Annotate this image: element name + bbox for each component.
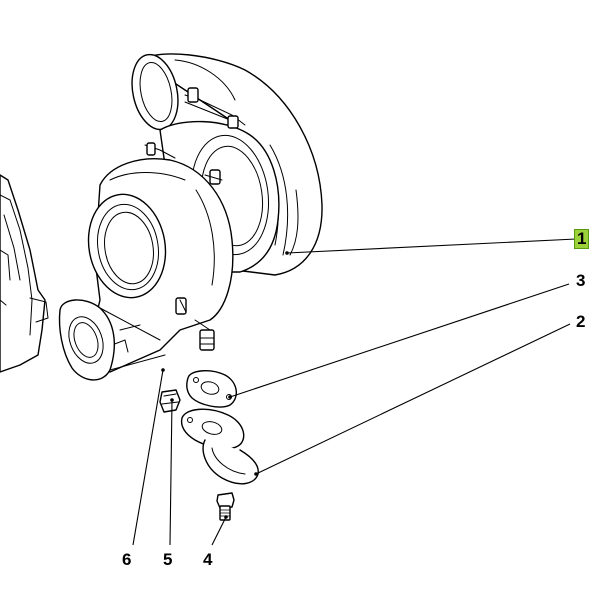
stud-fitting	[159, 389, 181, 413]
callout-5[interactable]: 5	[163, 550, 173, 569]
callout-1[interactable]: 1	[574, 229, 590, 249]
drain-pipe-flange	[180, 408, 259, 485]
manifold-partial	[0, 174, 49, 373]
leader-lines	[132, 238, 577, 546]
callout-4[interactable]: 4	[203, 550, 213, 569]
callout-6[interactable]: 6	[122, 550, 132, 569]
callout-2[interactable]: 2	[576, 312, 586, 331]
leader-line-2	[255, 323, 571, 475]
oil-drain-boss	[194, 319, 215, 351]
leader-line-1	[286, 238, 577, 254]
turbine-inlet-flange	[58, 299, 166, 381]
leader-line-3	[229, 283, 570, 398]
leader-line-4	[211, 516, 227, 546]
leader-line-5	[169, 399, 173, 546]
turbine-housing	[87, 158, 234, 373]
gasket	[186, 370, 237, 408]
callout-3[interactable]: 3	[576, 271, 586, 290]
leader-line-6	[132, 369, 164, 546]
bolt	[216, 492, 235, 521]
